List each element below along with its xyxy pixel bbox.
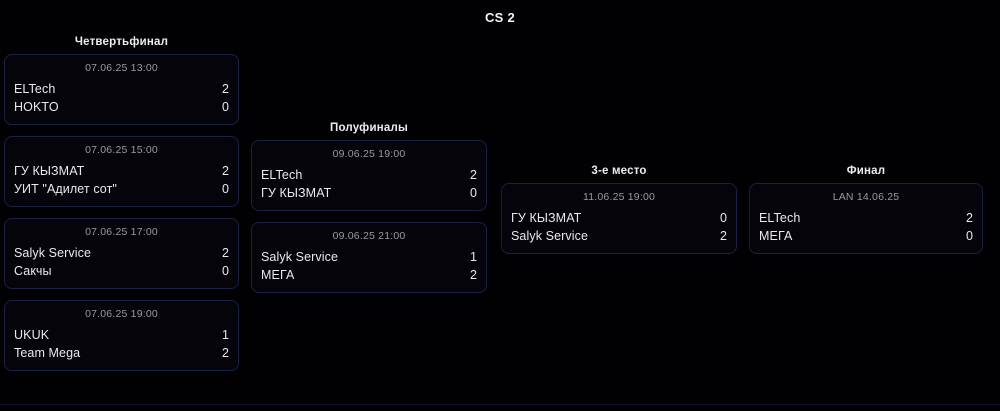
team-score: 2 — [720, 229, 727, 243]
team-name: МЕГА — [261, 268, 295, 282]
match-row: ГУ КЫЗМАТ 0 — [261, 184, 477, 202]
round-column-semifinals: Полуфиналы 09.06.25 19:00 ELTech 2 ГУ КЫ… — [251, 122, 487, 304]
round-column-third-place: 3-е место 11.06.25 19:00 ГУ КЫЗМАТ 0 Sal… — [501, 165, 737, 265]
team-score: 2 — [222, 164, 229, 178]
match-date: 07.06.25 19:00 — [85, 308, 158, 320]
team-score: 0 — [470, 186, 477, 200]
team-name: ГУ КЫЗМАТ — [14, 164, 85, 178]
team-score: 1 — [470, 250, 477, 264]
match-date: 07.06.25 15:00 — [85, 144, 158, 156]
match-row: УИТ "Адилет сот" 0 — [14, 180, 229, 198]
match-row: ГУ КЫЗМАТ 0 — [511, 209, 727, 227]
match-card[interactable]: 07.06.25 13:00 ELTech 2 HOKTO 0 — [4, 54, 239, 125]
team-score: 2 — [222, 82, 229, 96]
match-card[interactable]: LAN 14.06.25 ELTech 2 МЕГА 0 — [749, 183, 983, 254]
match-row: ELTech 2 — [14, 80, 229, 98]
round-header-final: Финал — [846, 165, 886, 177]
team-name: Team Mega — [14, 346, 81, 360]
match-date: LAN 14.06.25 — [832, 191, 900, 203]
match-date: 11.06.25 19:00 — [582, 191, 656, 203]
team-score: 0 — [222, 264, 229, 278]
team-name: Сакчы — [14, 264, 52, 278]
match-row: Salyk Service 2 — [14, 244, 229, 262]
team-name: UKUK — [14, 328, 50, 342]
match-row: МЕГА 0 — [759, 227, 973, 245]
match-card[interactable]: 09.06.25 21:00 Salyk Service 1 МЕГА 2 — [251, 222, 487, 293]
team-score: 2 — [966, 211, 973, 225]
match-date: 07.06.25 13:00 — [85, 62, 158, 74]
team-score: 2 — [470, 168, 477, 182]
team-score: 2 — [470, 268, 477, 282]
match-card[interactable]: 07.06.25 15:00 ГУ КЫЗМАТ 2 УИТ "Адилет с… — [4, 136, 239, 207]
match-card[interactable]: 09.06.25 19:00 ELTech 2 ГУ КЫЗМАТ 0 — [251, 140, 487, 211]
team-name: HOKTO — [14, 100, 59, 114]
team-score: 0 — [222, 100, 229, 114]
round-column-final: Финал LAN 14.06.25 ELTech 2 МЕГА 0 — [749, 165, 983, 265]
team-name: ELTech — [14, 82, 56, 96]
match-row: МЕГА 2 — [261, 266, 477, 284]
team-score: 0 — [720, 211, 727, 225]
team-name: ELTech — [261, 168, 303, 182]
match-card[interactable]: 07.06.25 19:00 UKUK 1 Team Mega 2 — [4, 300, 239, 371]
match-row: Salyk Service 2 — [511, 227, 727, 245]
team-score: 0 — [966, 229, 973, 243]
match-row: Сакчы 0 — [14, 262, 229, 280]
match-card[interactable]: 07.06.25 17:00 Salyk Service 2 Сакчы 0 — [4, 218, 239, 289]
round-header-third-place: 3-е место — [591, 165, 647, 177]
team-score: 2 — [222, 346, 229, 360]
match-date: 09.06.25 21:00 — [332, 230, 406, 242]
team-name: Salyk Service — [14, 246, 92, 260]
round-header-quarterfinals: Четвертьфинал — [74, 36, 169, 48]
team-score: 2 — [222, 246, 229, 260]
match-row: UKUK 1 — [14, 326, 229, 344]
match-card[interactable]: 11.06.25 19:00 ГУ КЫЗМАТ 0 Salyk Service… — [501, 183, 737, 254]
team-name: МЕГА — [759, 229, 793, 243]
match-row: Team Mega 2 — [14, 344, 229, 362]
team-name: Salyk Service — [261, 250, 339, 264]
team-name: ГУ КЫЗМАТ — [261, 186, 332, 200]
match-row: ELTech 2 — [261, 166, 477, 184]
match-date: 07.06.25 17:00 — [85, 226, 158, 238]
team-name: Salyk Service — [511, 229, 589, 243]
match-row: HOKTO 0 — [14, 98, 229, 116]
match-date: 09.06.25 19:00 — [332, 148, 406, 160]
round-column-quarterfinals: Четвертьфинал 07.06.25 13:00 ELTech 2 HO… — [4, 36, 239, 382]
match-row: ГУ КЫЗМАТ 2 — [14, 162, 229, 180]
match-row: Salyk Service 1 — [261, 248, 477, 266]
team-name: ELTech — [759, 211, 801, 225]
bottom-divider — [0, 404, 1000, 405]
team-score: 0 — [222, 182, 229, 196]
round-header-semifinals: Полуфиналы — [329, 122, 408, 134]
page-title: CS 2 — [484, 10, 516, 25]
team-name: ГУ КЫЗМАТ — [511, 211, 582, 225]
team-name: УИТ "Адилет сот" — [14, 182, 117, 196]
team-score: 1 — [222, 328, 229, 342]
match-row: ELTech 2 — [759, 209, 973, 227]
